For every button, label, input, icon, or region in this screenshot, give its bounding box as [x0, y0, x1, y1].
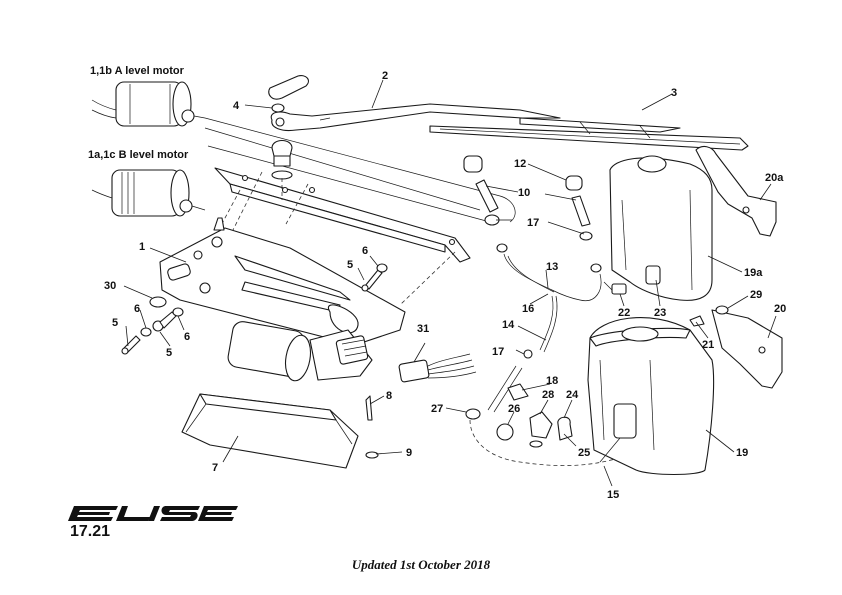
- callout-30: 30: [104, 280, 116, 292]
- callout-6a: 6: [134, 303, 140, 315]
- callout-14: 14: [502, 319, 515, 331]
- callout-5c: 5: [347, 259, 353, 271]
- callout-22: 22: [618, 307, 630, 319]
- cowl-channel: [214, 167, 471, 263]
- callout-26: 26: [508, 403, 520, 415]
- bolt-washer-set-right: [361, 263, 388, 292]
- wiper-motor-assembly: [159, 217, 406, 382]
- callout-labels: 4 2 3 1 30 6 5 5 6 6 5 7 8 9 31 12 10 17…: [104, 70, 786, 501]
- callout-23: 23: [654, 307, 666, 319]
- callout-9: 9: [406, 447, 412, 459]
- page-number: 17.21: [70, 523, 111, 540]
- callout-17b: 17: [492, 346, 504, 358]
- callout-18: 18: [546, 375, 558, 387]
- callout-6b: 6: [184, 331, 190, 343]
- leader-lines: [123, 79, 777, 487]
- callout-29: 29: [750, 289, 762, 301]
- callout-3: 3: [671, 87, 677, 99]
- wiper-arm: [270, 103, 561, 132]
- callout-5a: 5: [112, 317, 118, 329]
- motor-cover: [181, 393, 379, 469]
- callout-15: 15: [607, 489, 619, 501]
- callout-16: 16: [522, 303, 534, 315]
- hose-clips: [465, 383, 641, 466]
- elise-logo: [68, 506, 238, 521]
- callout-24: 24: [566, 389, 579, 401]
- callout-31: 31: [417, 323, 429, 335]
- callout-4: 4: [233, 100, 240, 112]
- callout-21: 21: [702, 339, 714, 351]
- a-level-motor-label: 1,1b A level motor: [90, 65, 185, 77]
- wiring-connector: [398, 353, 477, 383]
- wiper-blade: [429, 117, 749, 151]
- callout-19a: 19a: [744, 267, 763, 279]
- callout-13: 13: [546, 261, 558, 273]
- a-level-motor: [91, 81, 206, 127]
- bracket-20: [689, 305, 783, 389]
- callout-1: 1: [139, 241, 145, 253]
- callout-28: 28: [542, 389, 554, 401]
- callout-7: 7: [212, 462, 218, 474]
- callout-17a: 17: [527, 217, 539, 229]
- bracket-20a: [695, 145, 777, 237]
- washer-bottle-19a: [609, 155, 713, 301]
- washer-bottle: [587, 317, 715, 475]
- callout-12: 12: [514, 158, 526, 170]
- wiper-arm-cap: [268, 75, 309, 180]
- callout-19: 19: [736, 447, 748, 459]
- callout-8: 8: [386, 390, 392, 402]
- body-panel-outline: [204, 117, 516, 223]
- callout-20: 20: [774, 303, 786, 315]
- callout-25: 25: [578, 447, 590, 459]
- b-level-motor: [91, 169, 206, 217]
- callout-6c: 6: [362, 245, 368, 257]
- callout-10: 10: [518, 187, 530, 199]
- callout-5b: 5: [166, 347, 172, 359]
- bolt-washer-set-left: [121, 296, 184, 355]
- callout-20a: 20a: [765, 172, 784, 184]
- b-level-motor-label: 1a,1c B level motor: [88, 149, 189, 161]
- callout-2: 2: [382, 70, 388, 82]
- callout-27: 27: [431, 403, 443, 415]
- footer-update-note: Updated 1st October 2018: [351, 557, 491, 572]
